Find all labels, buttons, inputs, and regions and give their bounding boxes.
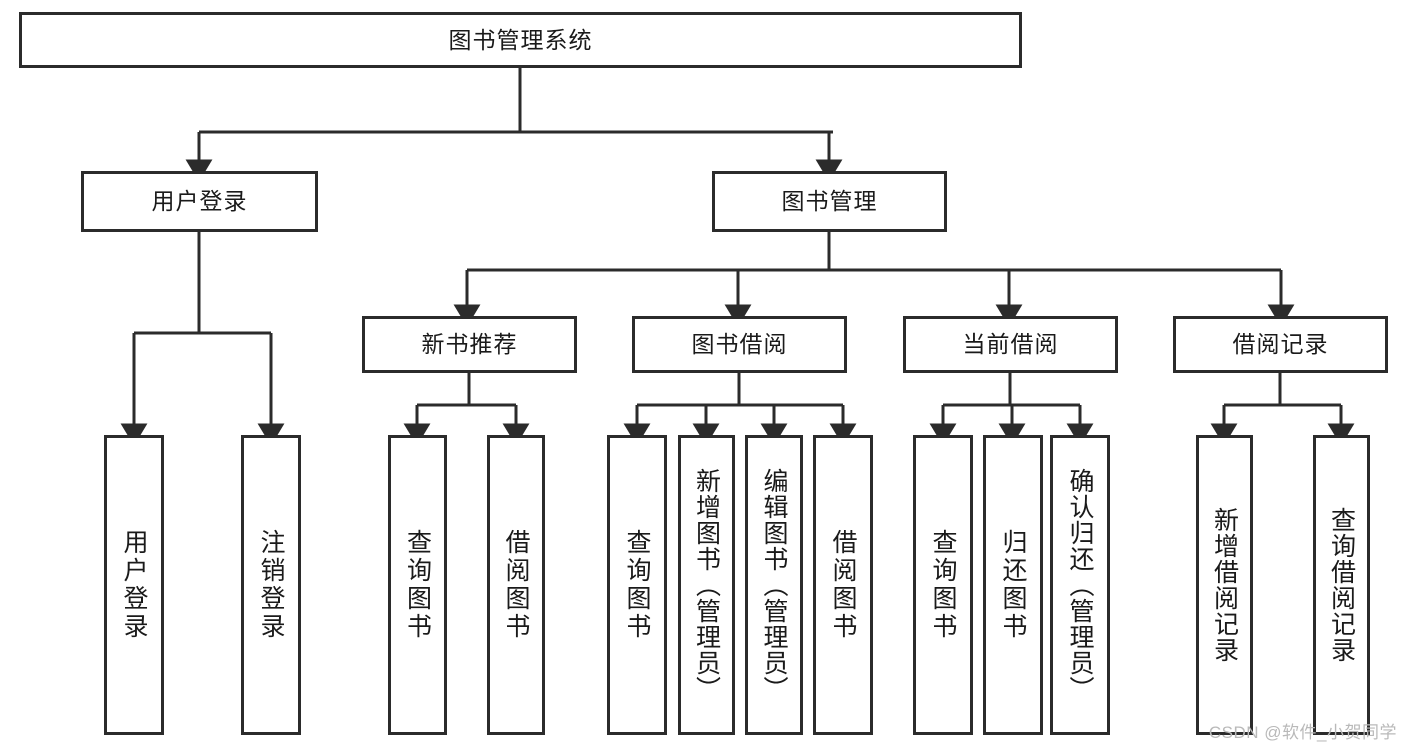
node-current-borrow-label: 当前借阅 [962,331,1059,358]
leaf-record-query-record[interactable]: 查询借阅记录 [1313,435,1370,735]
node-book-management[interactable]: 图书管理 [712,171,947,232]
node-book-borrow[interactable]: 图书借阅 [632,316,847,373]
leaf-label: 查询图书 [929,529,957,641]
leaf-label: 新增图书（管理员） [692,468,721,702]
leaf-label: 借阅图书 [829,529,857,641]
node-current-borrow[interactable]: 当前借阅 [903,316,1118,373]
leaf-user-login-signin[interactable]: 用户登录 [104,435,164,735]
leaf-current-return-book[interactable]: 归还图书 [983,435,1043,735]
leaf-record-add-record[interactable]: 新增借阅记录 [1196,435,1253,735]
leaf-borrow-edit-book-admin[interactable]: 编辑图书（管理员） [745,435,803,735]
leaf-label: 归还图书 [999,529,1027,641]
csdn-watermark: CSDN @软件_小贺同学 [1208,723,1397,742]
node-borrow-record-label: 借阅记录 [1232,331,1329,358]
leaf-label: 查询图书 [403,529,432,641]
node-book-management-label: 图书管理 [781,188,878,215]
leaf-borrow-add-book-admin[interactable]: 新增图书（管理员） [678,435,735,735]
leaf-new-book-query[interactable]: 查询图书 [388,435,447,735]
node-new-book-recommend-label: 新书推荐 [421,331,518,358]
node-user-login-label: 用户登录 [151,188,248,215]
node-root-label: 图书管理系统 [448,26,593,53]
leaf-label: 注销登录 [257,529,285,641]
leaf-current-confirm-return-admin[interactable]: 确认归还（管理员） [1050,435,1110,735]
node-user-login[interactable]: 用户登录 [81,171,318,232]
leaf-label: 查询图书 [623,529,651,641]
leaf-label: 用户登录 [120,529,148,641]
leaf-new-book-borrow[interactable]: 借阅图书 [487,435,545,735]
leaf-label: 编辑图书（管理员） [760,468,788,702]
node-root[interactable]: 图书管理系统 [19,12,1022,68]
node-new-book-recommend[interactable]: 新书推荐 [362,316,577,373]
node-borrow-record[interactable]: 借阅记录 [1173,316,1388,373]
leaf-borrow-borrow-book[interactable]: 借阅图书 [813,435,873,735]
leaf-label: 确认归还（管理员） [1066,468,1094,702]
node-book-borrow-label: 图书借阅 [691,331,788,358]
leaf-label: 查询借阅记录 [1327,507,1356,663]
leaf-user-login-signout[interactable]: 注销登录 [241,435,301,735]
leaf-borrow-query-book[interactable]: 查询图书 [607,435,667,735]
leaf-label: 新增借阅记录 [1210,507,1239,663]
leaf-current-query-book[interactable]: 查询图书 [913,435,973,735]
leaf-label: 借阅图书 [502,529,530,641]
